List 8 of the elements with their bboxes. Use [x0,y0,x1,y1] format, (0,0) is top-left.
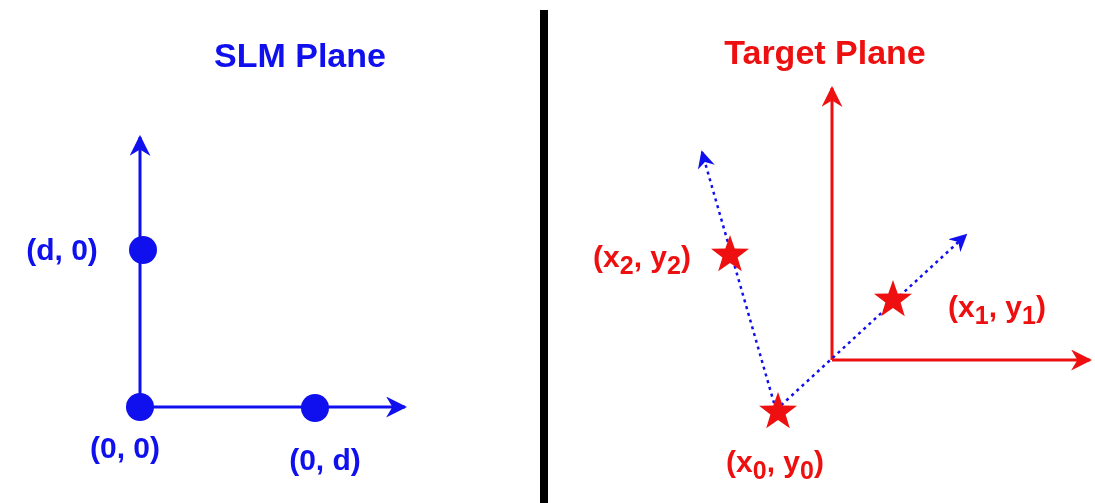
coordinate-label: (d, 0) [26,235,98,265]
panel-title: Target Plane [724,35,926,69]
panel-title: SLM Plane [214,38,386,72]
coordinate-label: (0, 0) [90,433,160,463]
coordinate-label: (x$_{2}$, y$_{2}$) [593,242,691,278]
coordinate-label: (x$_{1}$, y$_{1}$) [948,292,1046,328]
coordinate-label: (x$_{0}$, y$_{0}$) [726,447,824,483]
coordinate-label: (0, d) [289,445,361,475]
